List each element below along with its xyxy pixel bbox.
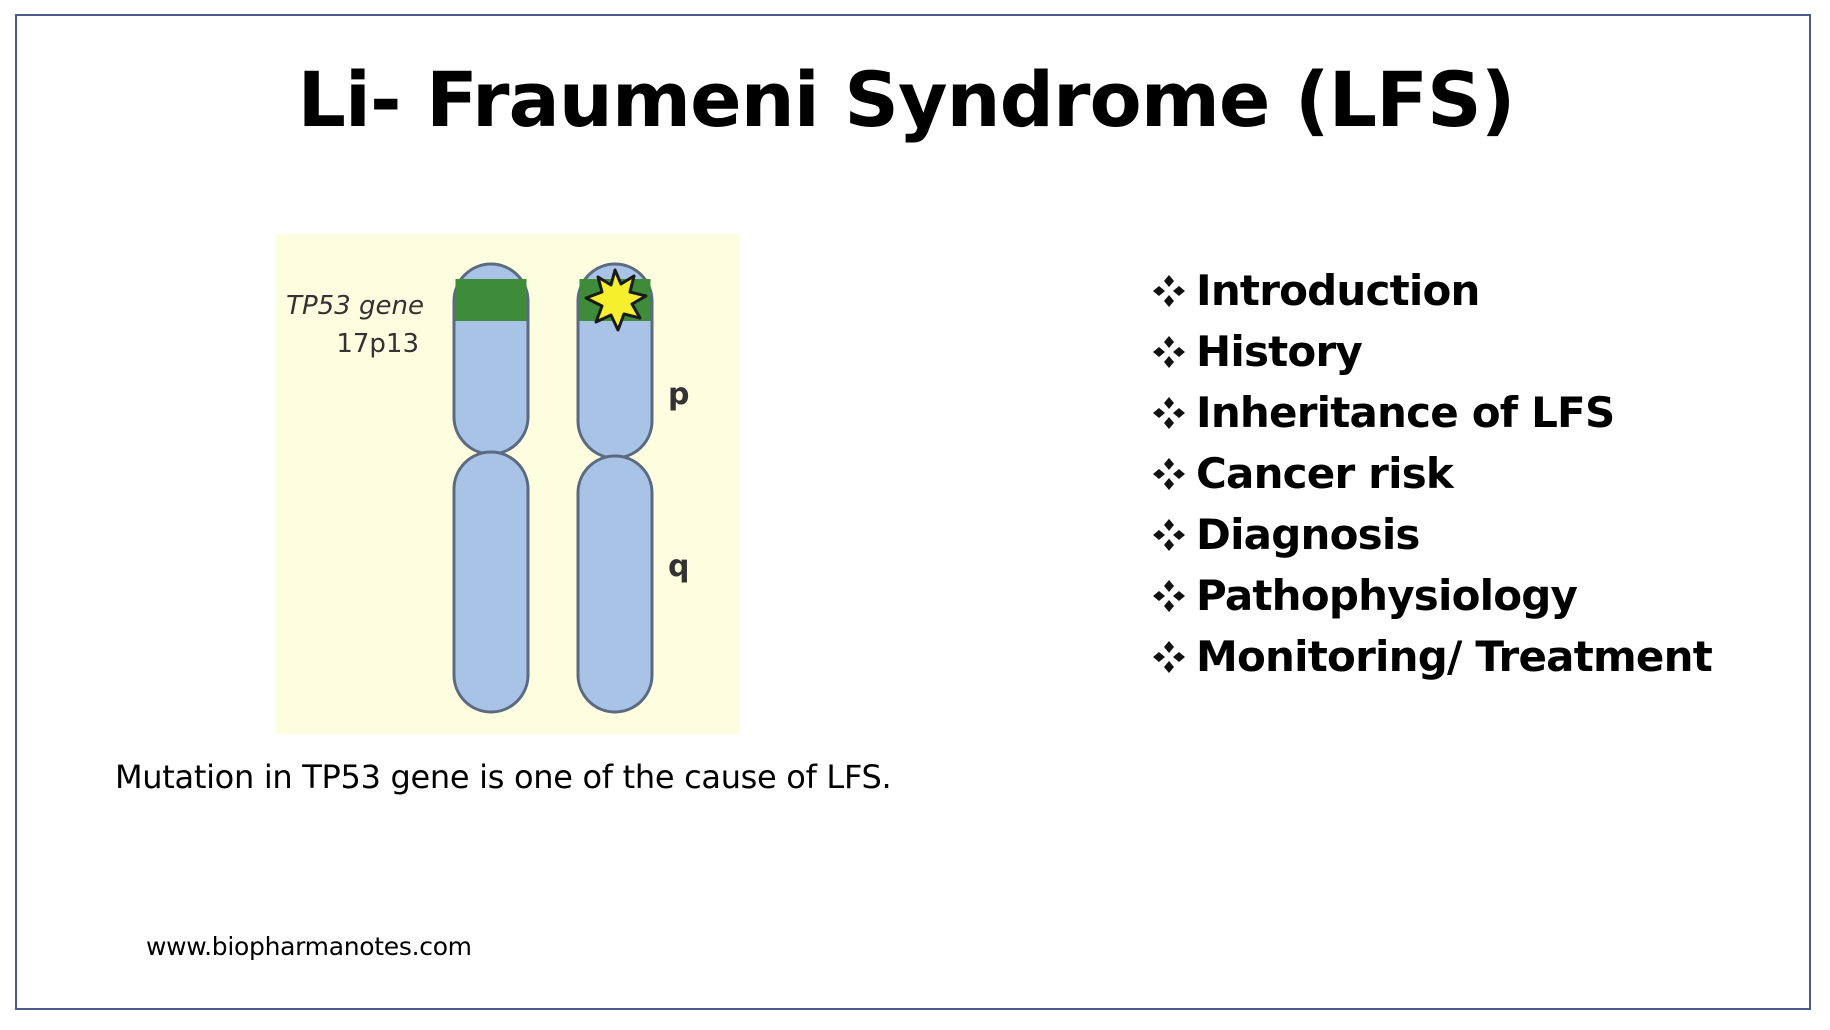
topic-item-monitoring-treatment: Monitoring/ Treatment xyxy=(1152,626,1713,687)
locus-label: 17p13 xyxy=(336,329,419,359)
four-diamond-bullet-icon xyxy=(1152,274,1190,308)
topic-item-inheritance: Inheritance of LFS xyxy=(1152,382,1712,443)
topic-item-pathophysiology: Pathophysiology xyxy=(1152,565,1712,626)
topic-label: History xyxy=(1196,327,1363,376)
gene-label: TP53 gene xyxy=(286,291,424,321)
normal-chromosome-band xyxy=(455,279,527,321)
topic-label: Inheritance of LFS xyxy=(1196,388,1615,437)
chromosome-figure: TP53 gene 17p13 p q xyxy=(276,234,740,734)
four-diamond-bullet-icon xyxy=(1152,640,1190,674)
topic-item-diagnosis: Diagnosis xyxy=(1152,504,1712,565)
slide-frame: Li- Fraumeni Syndrome (LFS) TP53 gene 17… xyxy=(15,14,1811,1010)
mutated-chromosome-q-arm xyxy=(576,454,654,714)
topic-label: Pathophysiology xyxy=(1196,571,1578,620)
normal-chromosome-q-arm xyxy=(452,450,530,714)
topic-item-introduction: Introduction xyxy=(1152,260,1712,321)
mutated-chromosome xyxy=(576,262,654,714)
mutation-star-icon xyxy=(584,268,648,332)
normal-chromosome xyxy=(452,262,530,714)
topic-label: Cancer risk xyxy=(1196,449,1454,498)
topic-label: Introduction xyxy=(1196,266,1480,315)
four-diamond-bullet-icon xyxy=(1152,396,1190,430)
topic-label: Monitoring/ Treatment xyxy=(1196,632,1713,681)
footer-website: www.biopharmanotes.com xyxy=(146,932,472,961)
chromosome-diagram: TP53 gene 17p13 p q xyxy=(286,262,689,714)
topic-label: Diagnosis xyxy=(1196,510,1420,559)
figure-caption: Mutation in TP53 gene is one of the caus… xyxy=(115,758,892,796)
topic-item-cancer-risk: Cancer risk xyxy=(1152,443,1712,504)
slide-title: Li- Fraumeni Syndrome (LFS) xyxy=(297,55,1516,144)
arm-q-label: q xyxy=(668,549,689,584)
four-diamond-bullet-icon xyxy=(1152,335,1190,369)
arm-p-label: p xyxy=(668,377,689,412)
topic-item-history: History xyxy=(1152,321,1712,382)
four-diamond-bullet-icon xyxy=(1152,457,1190,491)
four-diamond-bullet-icon xyxy=(1152,518,1190,552)
topic-list: Introduction History Inheritance of LFS … xyxy=(1152,260,1713,687)
four-diamond-bullet-icon xyxy=(1152,579,1190,613)
